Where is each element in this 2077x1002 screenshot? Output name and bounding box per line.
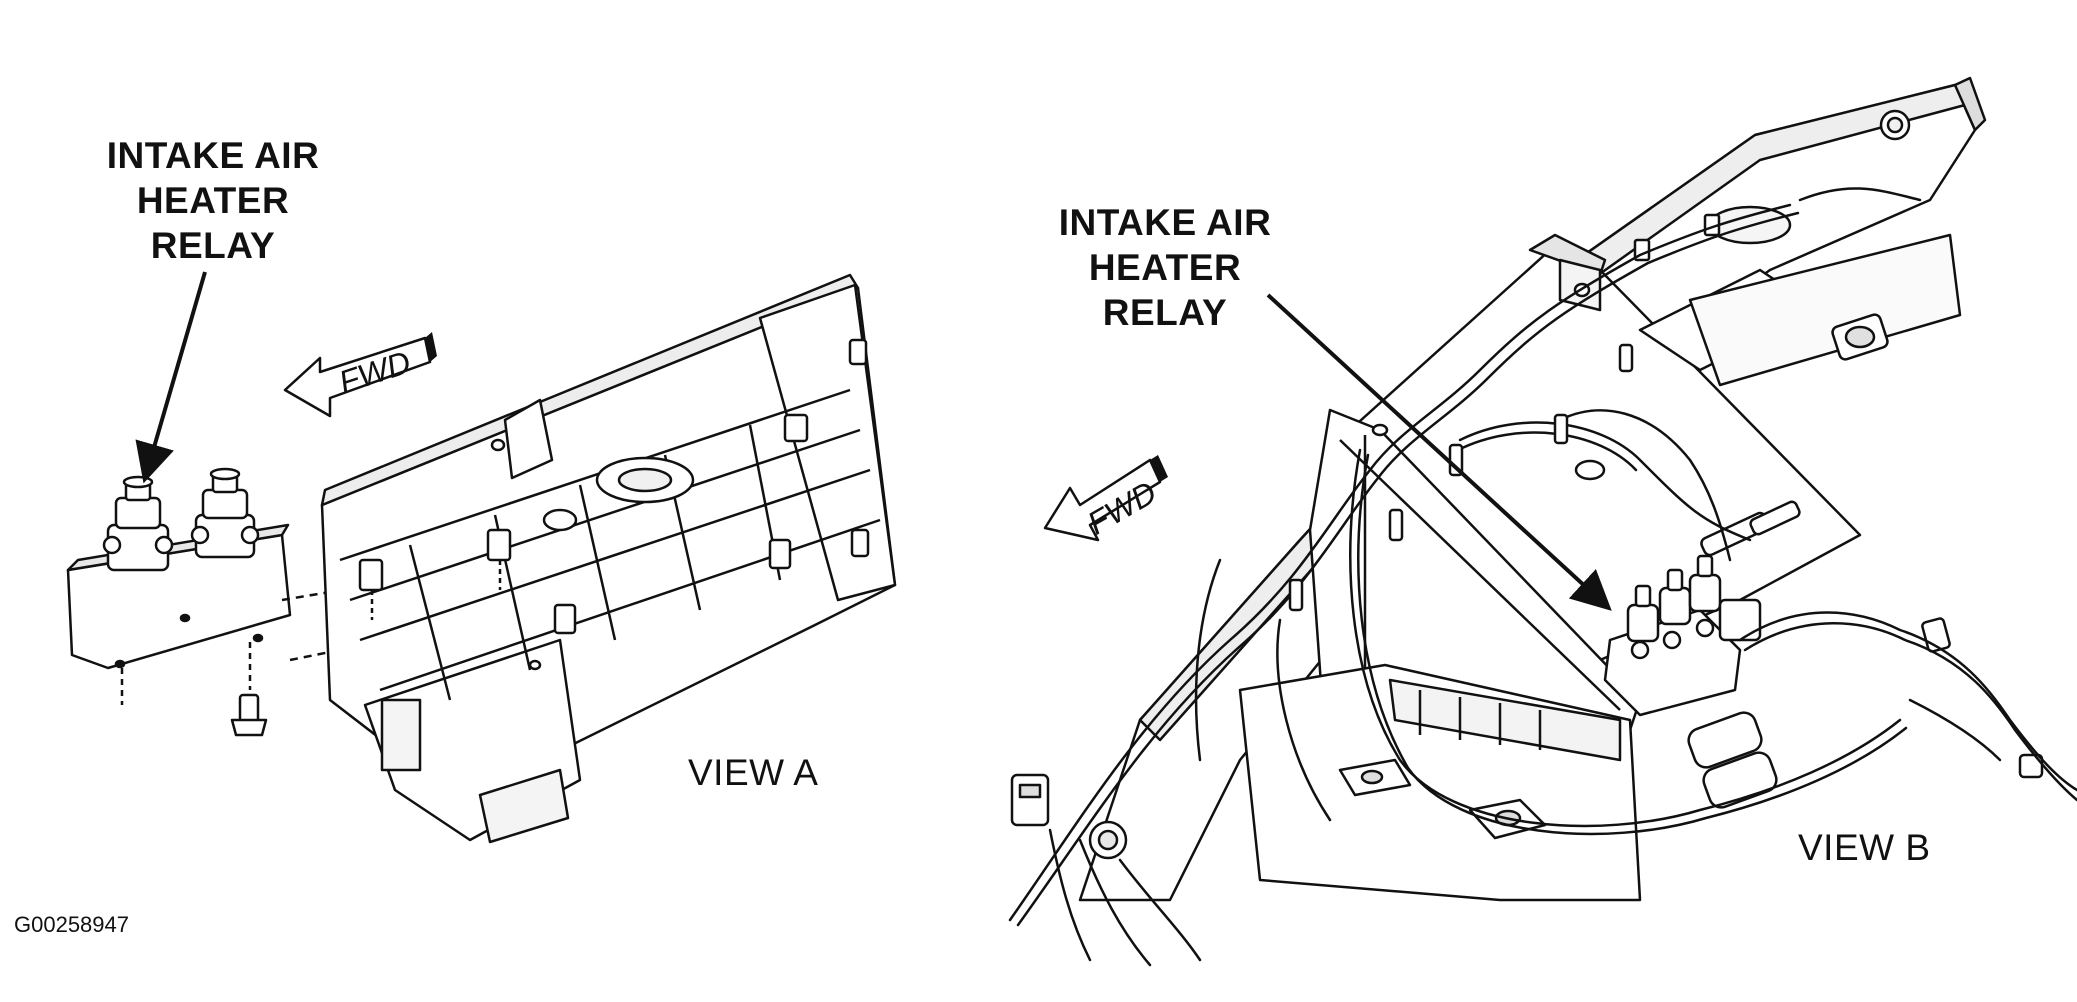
view-b-callout-label: INTAKE AIR HEATER RELAY bbox=[1050, 200, 1280, 335]
view-b-callout-line-1: INTAKE AIR bbox=[1058, 202, 1272, 243]
view-b-callout-line-3: RELAY bbox=[1102, 292, 1228, 333]
view-b-wiring-harness bbox=[1008, 187, 2077, 967]
view-b-callout-line-2: HEATER bbox=[1088, 247, 1242, 288]
view-a-callout-arrow bbox=[135, 271, 207, 484]
view-b-lower-bracket bbox=[1238, 663, 1642, 902]
figure-code: G00258947 bbox=[14, 912, 129, 937]
view-a-fwd-arrow: FWD bbox=[283, 332, 437, 418]
view-b-callout-arrow bbox=[1266, 293, 1612, 611]
view-b-fwd-arrow: FWD bbox=[1043, 455, 1168, 542]
view-a-callout-line-3: RELAY bbox=[150, 225, 276, 266]
view-a-callout-line-2: HEATER bbox=[136, 180, 290, 221]
view-a-callout-label: INTAKE AIR HEATER RELAY bbox=[98, 133, 328, 268]
view-a-illustration bbox=[66, 273, 897, 844]
view-a-relay-1 bbox=[102, 475, 174, 572]
view-b-title: VIEW B bbox=[1798, 827, 1931, 868]
view-a-callout-line-1: INTAKE AIR bbox=[106, 135, 320, 176]
view-b-relay-cluster bbox=[1603, 554, 1762, 717]
view-a-relay-bracket bbox=[66, 523, 292, 737]
view-a-fwd-label: FWD bbox=[334, 344, 414, 401]
view-a-title: VIEW A bbox=[688, 752, 819, 793]
view-a-relay-2 bbox=[190, 467, 260, 559]
view-a-frame-crossmember bbox=[320, 273, 897, 844]
